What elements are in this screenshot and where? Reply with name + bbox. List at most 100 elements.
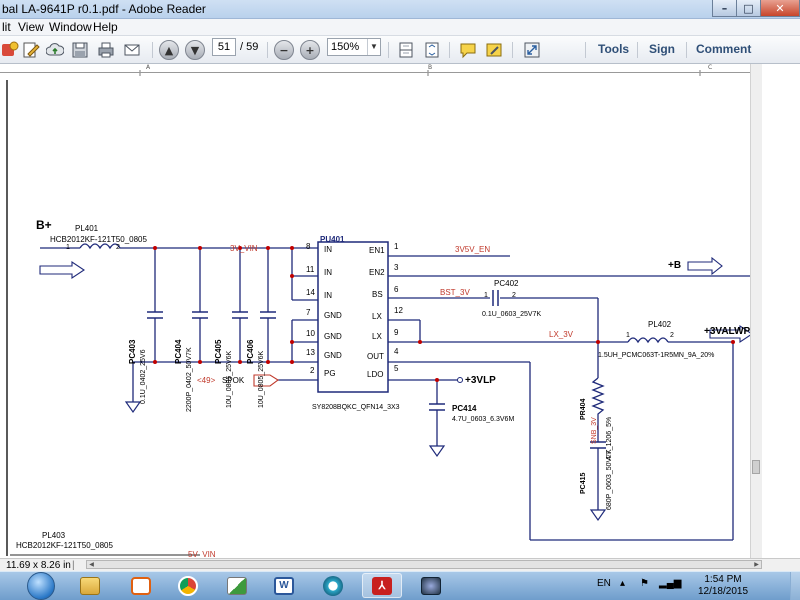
fit-page-button[interactable]	[422, 40, 442, 60]
pin-num: 5	[394, 364, 399, 373]
taskbar-paint[interactable]	[217, 573, 257, 598]
pc414-label: PC414	[452, 404, 477, 413]
menu-edit[interactable]: lit	[2, 20, 11, 34]
maximize-button[interactable]: □	[736, 0, 760, 17]
taskbar-app[interactable]	[313, 573, 353, 598]
pc406-value: 10U_0805_25V6K	[258, 350, 265, 408]
next-page-button[interactable]: ▼	[185, 40, 205, 60]
ground-symbols	[124, 401, 607, 522]
net-3v-vin: 3V_VIN	[230, 244, 258, 253]
fit-width-button[interactable]	[396, 40, 416, 60]
comment-pane-link[interactable]: Comment	[696, 42, 752, 56]
scroll-right-icon[interactable]: ▶	[754, 561, 759, 568]
pin-name: LX	[372, 312, 382, 321]
pin-num: 13	[306, 348, 315, 357]
menu-window[interactable]: Window	[49, 20, 92, 34]
pin-1: 1	[484, 292, 488, 299]
email-button[interactable]	[122, 40, 142, 60]
pr404-label: PR404	[580, 398, 587, 420]
document-view[interactable]: A B C	[0, 64, 762, 558]
fit-page-icon	[425, 42, 439, 58]
chrome-icon	[178, 575, 198, 596]
adobe-reader-icon: ⅄	[372, 576, 392, 595]
show-desktop-button[interactable]	[790, 572, 800, 600]
toolbar-separator	[388, 42, 389, 58]
show-hidden-icons[interactable]: ▴	[620, 578, 626, 589]
scroll-left-icon[interactable]: ◀	[89, 561, 94, 568]
port-3vlp	[457, 377, 463, 383]
zoom-in-button[interactable]: +	[300, 40, 320, 60]
chevron-down-icon[interactable]: ▼	[367, 39, 380, 55]
tools-pane-link[interactable]: Tools	[598, 42, 630, 56]
print-button[interactable]	[96, 40, 116, 60]
edit-button[interactable]	[21, 40, 41, 60]
sticky-note-button[interactable]	[458, 40, 478, 60]
pin-num: 3	[394, 263, 399, 272]
toolbar-separator	[585, 42, 586, 58]
net-3vlp: +3VLP	[465, 375, 496, 386]
net-plus-b: +B	[668, 260, 682, 271]
network-icon[interactable]: ▂▄▆	[659, 578, 682, 589]
close-button[interactable]: ✕	[760, 0, 800, 17]
pin-name: LDO	[367, 370, 384, 379]
create-pdf-icon	[2, 41, 19, 56]
menu-view[interactable]: View	[18, 20, 44, 34]
pin-1: 1	[626, 332, 630, 339]
pin-2: 2	[116, 244, 120, 251]
spok-ref: <49>	[197, 376, 216, 385]
zoom-out-button[interactable]: −	[274, 40, 294, 60]
pc406-label: PC406	[246, 339, 255, 364]
zoom-in-icon: +	[305, 43, 315, 57]
save-button[interactable]	[70, 40, 90, 60]
taskbar-word[interactable]: W	[264, 573, 304, 598]
taskbar-chrome[interactable]	[168, 573, 208, 598]
page-number-input[interactable]: 51	[212, 38, 236, 56]
taskbar-adobe-reader[interactable]: ⅄	[362, 573, 402, 598]
system-clock[interactable]: 1:54 PM 12/18/2015	[686, 574, 760, 598]
menu-help[interactable]: Help	[93, 20, 118, 34]
toolbar: ▲ ▼ − +	[0, 36, 800, 64]
scrollbar-thumb[interactable]	[752, 460, 760, 474]
pin-name: OUT	[367, 352, 384, 361]
zoom-select[interactable]: 150% ▼	[327, 38, 381, 56]
b-plus-label: B+	[36, 218, 52, 232]
pin-name: BS	[372, 290, 383, 299]
previous-page-button[interactable]: ▲	[159, 40, 179, 60]
clock-date: 12/18/2015	[697, 586, 749, 597]
expand-icon	[524, 42, 540, 58]
horizontal-scrollbar[interactable]: ◀ ▶	[86, 560, 762, 569]
ruler-label-c: C	[708, 64, 713, 71]
ic-pu401-body	[317, 241, 389, 393]
expand-button[interactable]	[522, 40, 542, 60]
toolbar-separator	[449, 42, 450, 58]
pin-num: 6	[394, 285, 399, 294]
start-button[interactable]	[27, 572, 55, 600]
net-snb-3v: SNB_3V	[591, 417, 598, 444]
language-indicator[interactable]: EN	[597, 578, 611, 589]
page-ruler: A B C	[0, 64, 762, 73]
create-button[interactable]	[0, 40, 20, 60]
word-icon: W	[274, 576, 294, 595]
pc404-label: PC404	[174, 339, 183, 364]
next-page-icon: ▼	[190, 43, 200, 57]
pin-1: 1	[66, 244, 70, 251]
volume-icon[interactable]: 🔈︎	[678, 578, 684, 589]
pin-num: 1	[394, 242, 399, 251]
page-total: / 59	[240, 41, 259, 53]
zoom-out-icon: −	[279, 43, 289, 57]
pl402-part: 1.5UH_PCMC063T-1R5MN_9A_20%	[598, 352, 715, 359]
vertical-scrollbar[interactable]	[750, 64, 762, 558]
cloud-upload-button[interactable]	[45, 40, 65, 60]
taskbar-explorer[interactable]	[70, 573, 110, 598]
net-bst-3v: BST_3V	[440, 288, 470, 297]
highlight-button[interactable]	[484, 40, 504, 60]
folder-icon	[80, 576, 100, 595]
pin-2: 2	[670, 332, 674, 339]
sign-pane-link[interactable]: Sign	[649, 42, 675, 56]
minimize-button[interactable]: –	[712, 0, 736, 17]
taskbar-media-player[interactable]	[121, 573, 161, 598]
flag-icon[interactable]: ⚑	[640, 578, 649, 589]
taskbar-app-2[interactable]	[411, 573, 451, 598]
pl403-label: PL403	[42, 531, 66, 540]
pin-name: EN1	[369, 246, 385, 255]
